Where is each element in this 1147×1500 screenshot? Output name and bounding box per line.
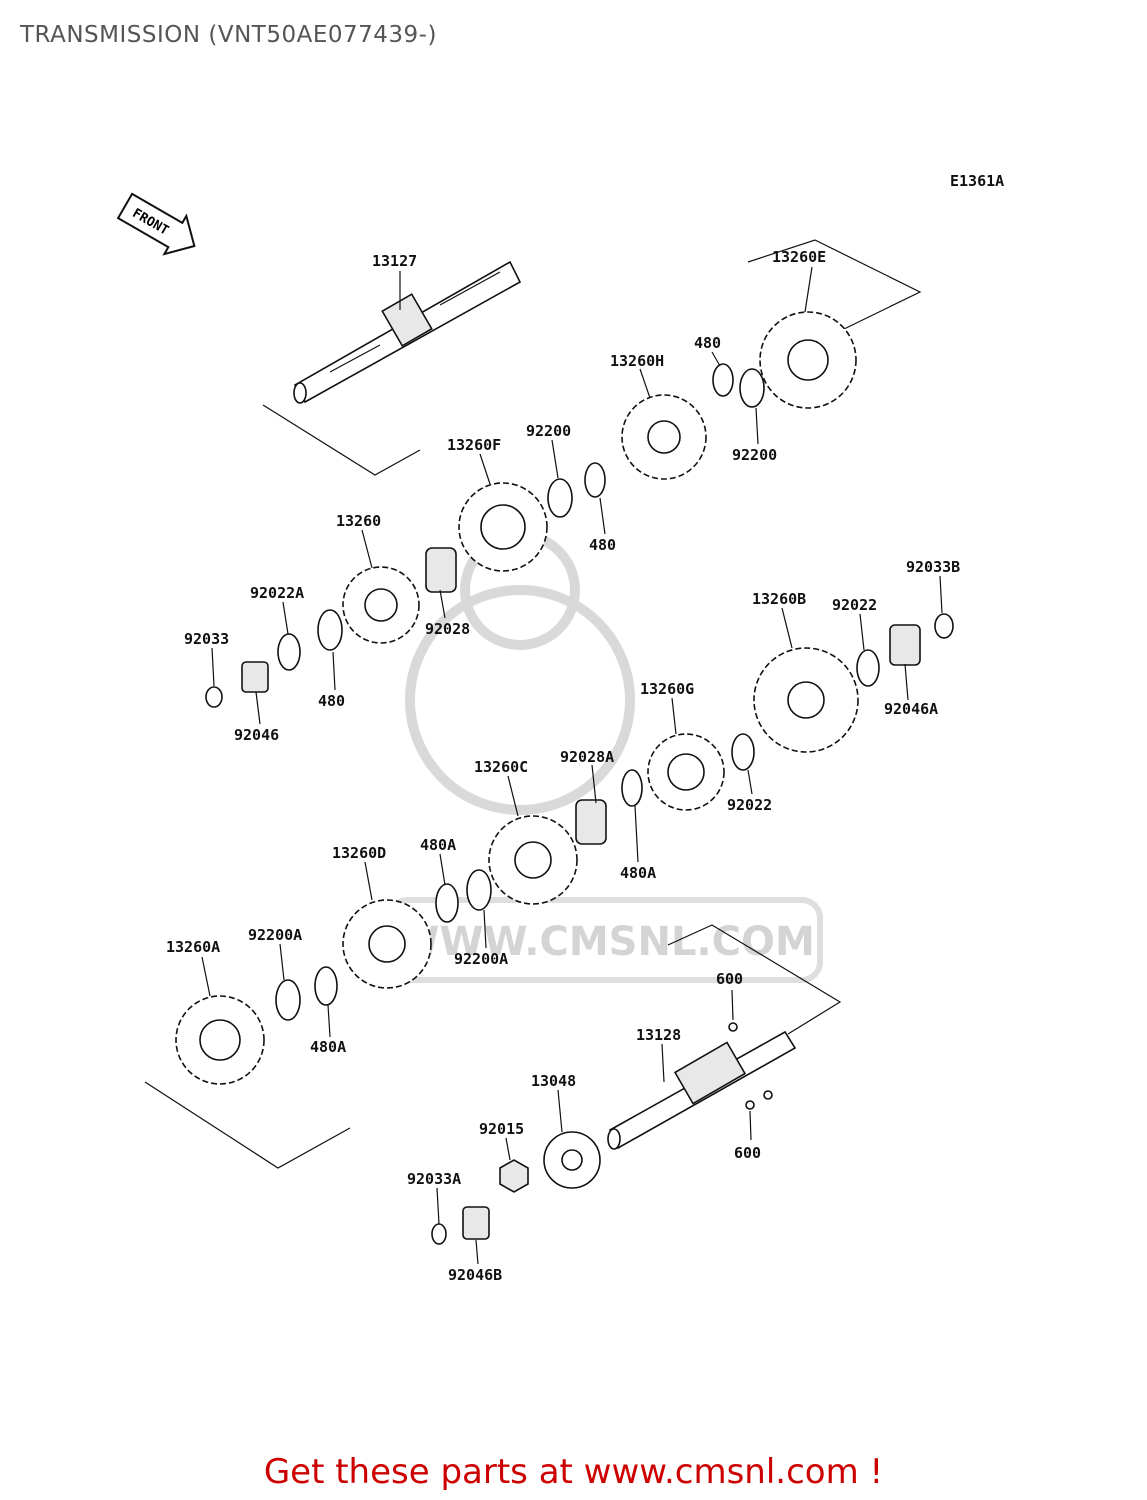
- part-label: 92046B: [448, 1266, 502, 1284]
- gear-13260A: [175, 995, 265, 1085]
- part-label: 480: [318, 692, 345, 710]
- circlip-480A-upper: [435, 883, 459, 923]
- bearing-92046B: [462, 1206, 490, 1240]
- output-shaft-13128: [607, 1030, 797, 1150]
- washer-92200A-center: [466, 869, 492, 911]
- part-label: 13048: [531, 1072, 576, 1090]
- part-label: 92200: [526, 422, 571, 440]
- part-label: 92022A: [250, 584, 304, 602]
- front-arrow-icon: FRONT: [116, 192, 196, 256]
- gear-13260C: [488, 815, 578, 905]
- part-label: 13260H: [610, 352, 664, 370]
- part-label: 480A: [310, 1038, 346, 1056]
- gear-13260E: [759, 311, 857, 409]
- gear-13260H: [621, 394, 707, 480]
- upper-shaft-group-outline: [262, 404, 421, 476]
- ring-92033A: [431, 1223, 447, 1245]
- part-label: 13260G: [640, 680, 694, 698]
- part-labels: 13127 13260E 480 13260H 92200 92200 1326…: [166, 248, 960, 1284]
- part-label: 92046A: [884, 700, 938, 718]
- circlip-480A-lower: [314, 966, 338, 1006]
- part-label: 13128: [636, 1026, 681, 1044]
- part-label: 92200A: [248, 926, 302, 944]
- cam-13048: [543, 1131, 601, 1189]
- part-label: 13260A: [166, 938, 220, 956]
- washer-92022-right: [856, 649, 880, 687]
- circlip-480-upper: [712, 363, 734, 397]
- part-label: 480: [694, 334, 721, 352]
- circlip-480: [584, 462, 606, 498]
- gear-13260F: [458, 482, 548, 572]
- washer-92200: [547, 478, 573, 518]
- bearing-92046A: [889, 624, 921, 666]
- part-label: 600: [734, 1144, 761, 1162]
- part-label: 92015: [479, 1120, 524, 1138]
- part-label: 13260D: [332, 844, 386, 862]
- washer-92200A-lower: [275, 979, 301, 1021]
- gear-13260B: [753, 647, 859, 753]
- lower-shaft-group-outline: [144, 1081, 351, 1169]
- part-label: 600: [716, 970, 743, 988]
- washer-92022-center: [731, 733, 755, 771]
- part-label: 92046: [234, 726, 279, 744]
- washer-92200-upper: [739, 368, 765, 408]
- watermark-text: WWW.CMSNL.COM: [395, 919, 815, 965]
- part-label: 480: [589, 536, 616, 554]
- part-label: 92033A: [407, 1170, 461, 1188]
- mainshaft-13127: [293, 260, 522, 404]
- figure-code: E1361A: [950, 172, 1004, 190]
- part-label: 480A: [620, 864, 656, 882]
- part-label: 92033: [184, 630, 229, 648]
- ring-92033B: [934, 613, 954, 639]
- part-label: 92028A: [560, 748, 614, 766]
- part-label: 92200: [732, 446, 777, 464]
- gear-13260G: [647, 733, 725, 811]
- part-label: 13260E: [772, 248, 826, 266]
- gear-13260D: [342, 899, 432, 989]
- ball-600-lower-a: [745, 1100, 755, 1110]
- ring-92033: [205, 686, 223, 708]
- upper-shaft-group-outline-right: [747, 239, 922, 331]
- part-label: 13260C: [474, 758, 528, 776]
- ball-600-lower-b: [763, 1090, 773, 1100]
- part-label: 13260B: [752, 590, 806, 608]
- washer-92022A: [277, 633, 301, 671]
- ball-600-upper: [728, 1022, 738, 1032]
- bushing-92028A: [575, 799, 607, 845]
- part-label: 13127: [372, 252, 417, 270]
- bearing-92046: [241, 661, 269, 693]
- circlip-480-left: [317, 609, 343, 651]
- part-label: 92022: [832, 596, 877, 614]
- circlip-480A-center: [621, 769, 643, 807]
- gear-13260: [342, 566, 420, 644]
- bushing-92028: [425, 547, 457, 593]
- part-label: 13260: [336, 512, 381, 530]
- part-label: 92200A: [454, 950, 508, 968]
- part-label: 92033B: [906, 558, 960, 576]
- page-title: TRANSMISSION (VNT50AE077439-): [20, 22, 437, 48]
- nut-92015: [499, 1159, 529, 1193]
- part-label: 480A: [420, 836, 456, 854]
- cta-link[interactable]: Get these parts at www.cmsnl.com !: [263, 1452, 884, 1492]
- exploded-parts-diagram: WWW.CMSNL.COM E1361A FRONT: [116, 172, 1004, 1284]
- lower-shaft-group-outline-right: [667, 924, 842, 1035]
- part-label: 92028: [425, 620, 470, 638]
- part-label: 92022: [727, 796, 772, 814]
- leader-lines: [201, 266, 943, 1265]
- part-label: 13260F: [447, 436, 501, 454]
